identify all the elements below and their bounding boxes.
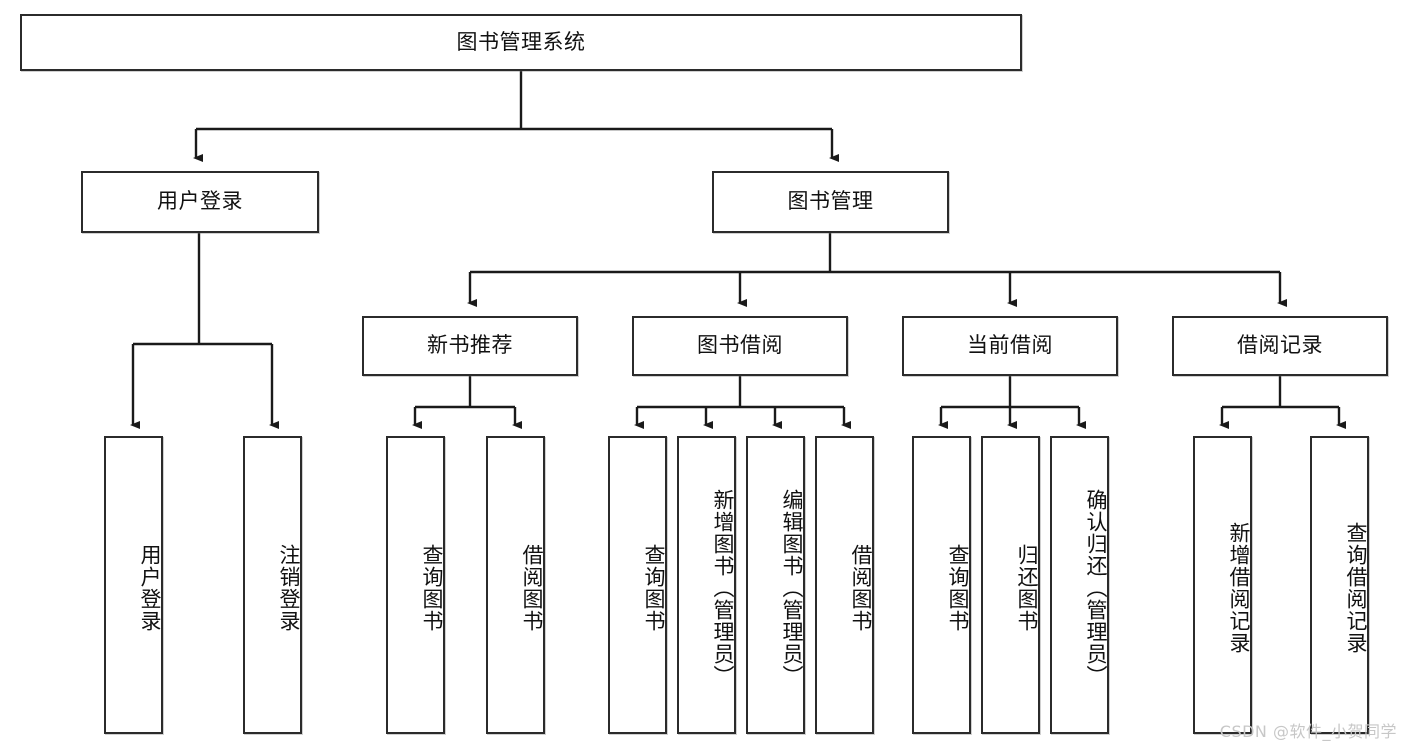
node-current-borrow-label: 当前借阅 bbox=[967, 333, 1053, 358]
leaf-user-login-label: 用户登录 bbox=[138, 544, 162, 632]
leaf-edit-book-label: 编辑图书（管理员） bbox=[780, 489, 804, 687]
leaf-query-book-2[interactable]: 查询图书 bbox=[608, 436, 667, 734]
leaf-borrow-book-1[interactable]: 借阅图书 bbox=[486, 436, 545, 734]
leaf-query-book-1[interactable]: 查询图书 bbox=[386, 436, 445, 734]
leaf-user-login[interactable]: 用户登录 bbox=[104, 436, 163, 734]
leaf-query-record[interactable]: 查询借阅记录 bbox=[1310, 436, 1369, 734]
node-new-book-recommend-label: 新书推荐 bbox=[427, 333, 513, 358]
leaf-logout-login[interactable]: 注销登录 bbox=[243, 436, 302, 734]
leaf-add-book-label: 新增图书（管理员） bbox=[711, 489, 735, 687]
leaf-borrow-book-2[interactable]: 借阅图书 bbox=[815, 436, 874, 734]
node-book-borrow[interactable]: 图书借阅 bbox=[632, 316, 848, 376]
leaf-query-book-1-label: 查询图书 bbox=[420, 544, 444, 632]
leaf-confirm-return[interactable]: 确认归还（管理员） bbox=[1050, 436, 1109, 734]
node-user-login[interactable]: 用户登录 bbox=[81, 171, 319, 233]
node-user-login-label: 用户登录 bbox=[157, 189, 243, 214]
node-root-label: 图书管理系统 bbox=[456, 29, 586, 54]
leaf-query-record-label: 查询借阅记录 bbox=[1344, 522, 1368, 654]
leaf-confirm-return-label: 确认归还（管理员） bbox=[1084, 489, 1108, 687]
leaf-logout-login-label: 注销登录 bbox=[277, 544, 301, 632]
node-borrow-record[interactable]: 借阅记录 bbox=[1172, 316, 1388, 376]
leaf-add-book[interactable]: 新增图书（管理员） bbox=[677, 436, 736, 734]
leaf-query-book-3[interactable]: 查询图书 bbox=[912, 436, 971, 734]
node-new-book-recommend[interactable]: 新书推荐 bbox=[362, 316, 578, 376]
leaf-add-record-label: 新增借阅记录 bbox=[1227, 522, 1251, 654]
leaf-return-book[interactable]: 归还图书 bbox=[981, 436, 1040, 734]
leaf-add-record[interactable]: 新增借阅记录 bbox=[1193, 436, 1252, 734]
leaf-query-book-3-label: 查询图书 bbox=[946, 544, 970, 632]
leaf-edit-book[interactable]: 编辑图书（管理员） bbox=[746, 436, 805, 734]
node-book-manage[interactable]: 图书管理 bbox=[712, 171, 949, 233]
node-borrow-record-label: 借阅记录 bbox=[1237, 333, 1323, 358]
node-root[interactable]: 图书管理系统 bbox=[20, 14, 1022, 71]
leaf-return-book-label: 归还图书 bbox=[1015, 544, 1039, 632]
leaf-borrow-book-1-label: 借阅图书 bbox=[520, 544, 544, 632]
leaf-query-book-2-label: 查询图书 bbox=[642, 544, 666, 632]
csdn-watermark: CSDN @软件_小贺同学 bbox=[1219, 722, 1397, 741]
node-book-borrow-label: 图书借阅 bbox=[697, 333, 783, 358]
node-current-borrow[interactable]: 当前借阅 bbox=[902, 316, 1118, 376]
leaf-borrow-book-2-label: 借阅图书 bbox=[849, 544, 873, 632]
node-book-manage-label: 图书管理 bbox=[787, 189, 874, 214]
